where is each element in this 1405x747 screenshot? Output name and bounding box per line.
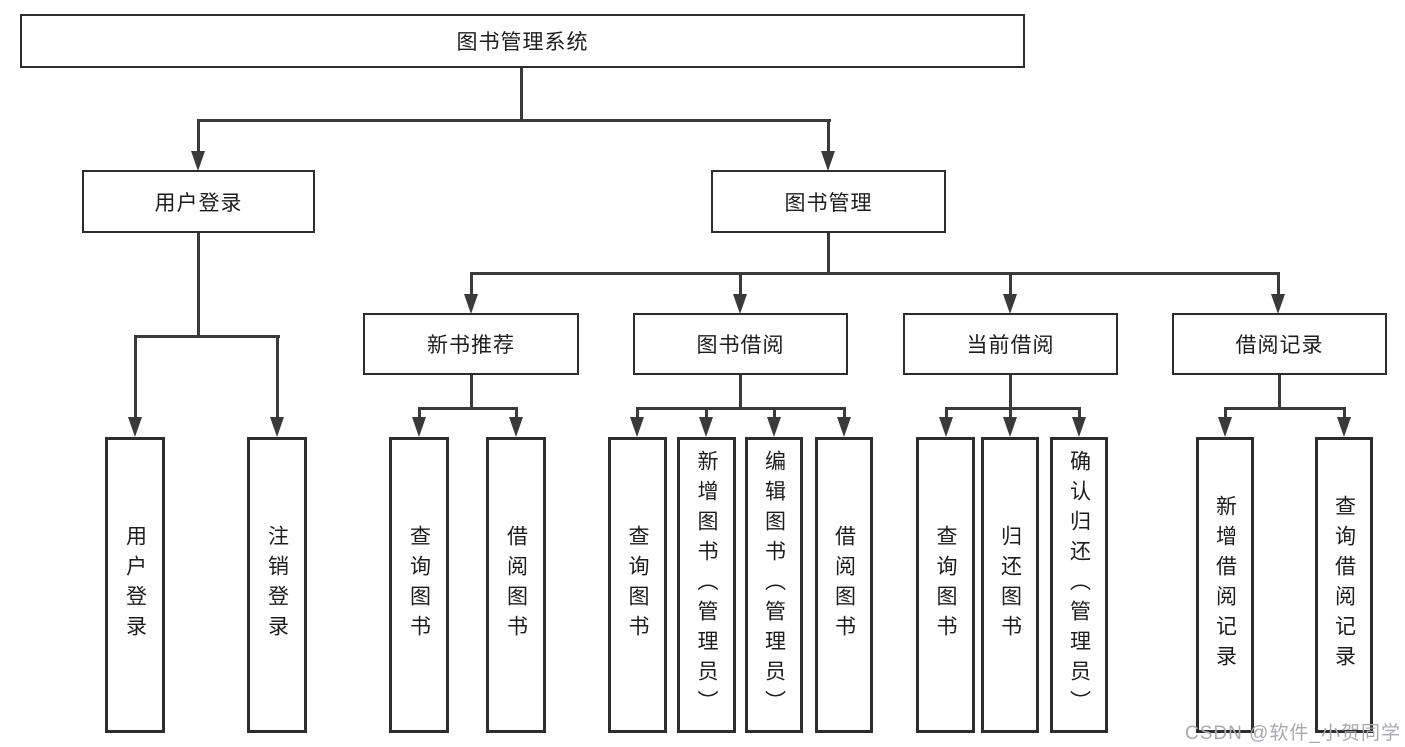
node-user-login: 用户登录 (82, 170, 315, 233)
connector-line (276, 335, 279, 419)
connector-line (1009, 375, 1012, 410)
leaf-edit-book-admin: 编辑图书（管理员） (745, 437, 803, 733)
arrowhead-down-icon (464, 294, 478, 314)
connector-line (773, 407, 776, 419)
arrowhead-down-icon (1003, 294, 1017, 314)
connector-line (515, 407, 518, 419)
connector-line (418, 407, 518, 410)
arrowhead-down-icon (509, 417, 523, 437)
connector-line (945, 407, 948, 419)
leaf-query-books-current: 查询图书 (916, 437, 975, 733)
leaf-return-book: 归还图书 (981, 437, 1039, 733)
connector-line (134, 335, 137, 419)
node-new-book-recommend: 新书推荐 (363, 313, 579, 375)
connector-line (470, 375, 473, 410)
arrowhead-down-icon (1003, 417, 1017, 437)
connector-line (197, 119, 831, 122)
leaf-logout: 注销登录 (247, 437, 307, 733)
connector-line (1009, 272, 1012, 296)
leaf-borrow-books-recommend: 借阅图书 (486, 437, 546, 733)
leaf-add-borrow-record: 新增借阅记录 (1196, 437, 1254, 733)
connector-line (1277, 272, 1280, 296)
node-root: 图书管理系统 (20, 14, 1025, 68)
arrowhead-down-icon (939, 417, 953, 437)
connector-line (739, 375, 742, 410)
connector-line (1224, 407, 1227, 419)
arrowhead-down-icon (767, 417, 781, 437)
arrowhead-down-icon (1072, 417, 1086, 437)
arrowhead-down-icon (837, 417, 851, 437)
connector-line (827, 119, 830, 153)
connector-line (636, 407, 846, 410)
arrowhead-down-icon (733, 294, 747, 314)
leaf-borrow-books: 借阅图书 (815, 437, 873, 733)
leaf-query-books-borrow: 查询图书 (608, 437, 667, 733)
arrowhead-down-icon (630, 417, 644, 437)
connector-line (843, 407, 846, 419)
connector-line (134, 335, 280, 338)
leaf-query-books-recommend: 查询图书 (389, 437, 449, 733)
connector-line (1078, 407, 1081, 419)
leaf-query-borrow-record: 查询借阅记录 (1315, 437, 1373, 733)
node-book-management: 图书管理 (711, 170, 946, 233)
leaf-add-book-admin: 新增图书（管理员） (677, 437, 736, 733)
connector-line (418, 407, 421, 419)
arrowhead-down-icon (699, 417, 713, 437)
watermark: CSDN @软件_小贺同学 (1185, 723, 1401, 744)
connector-line (520, 68, 523, 120)
node-borrow-records: 借阅记录 (1172, 313, 1387, 375)
connector-line (1009, 407, 1012, 419)
connector-line (1224, 407, 1346, 410)
connector-line (197, 233, 200, 337)
arrowhead-down-icon (191, 151, 205, 171)
arrowhead-down-icon (412, 417, 426, 437)
connector-line (1343, 407, 1346, 419)
connector-line (470, 272, 473, 296)
node-current-borrow: 当前借阅 (903, 313, 1118, 375)
connector-line (197, 119, 200, 153)
connector-line (636, 407, 639, 419)
arrowhead-down-icon (1337, 417, 1351, 437)
arrowhead-down-icon (1271, 294, 1285, 314)
arrowhead-down-icon (821, 151, 835, 171)
connector-line (827, 233, 830, 274)
connector-line (1278, 375, 1281, 410)
arrowhead-down-icon (1218, 417, 1232, 437)
connector-line (945, 407, 1081, 410)
arrowhead-down-icon (270, 417, 284, 437)
node-book-borrow: 图书借阅 (633, 313, 848, 375)
leaf-user-login: 用户登录 (105, 437, 165, 733)
leaf-confirm-return-admin: 确认归还（管理员） (1050, 437, 1108, 733)
connector-line (470, 272, 1280, 275)
connector-line (739, 272, 742, 296)
connector-line (705, 407, 708, 419)
arrowhead-down-icon (128, 417, 142, 437)
